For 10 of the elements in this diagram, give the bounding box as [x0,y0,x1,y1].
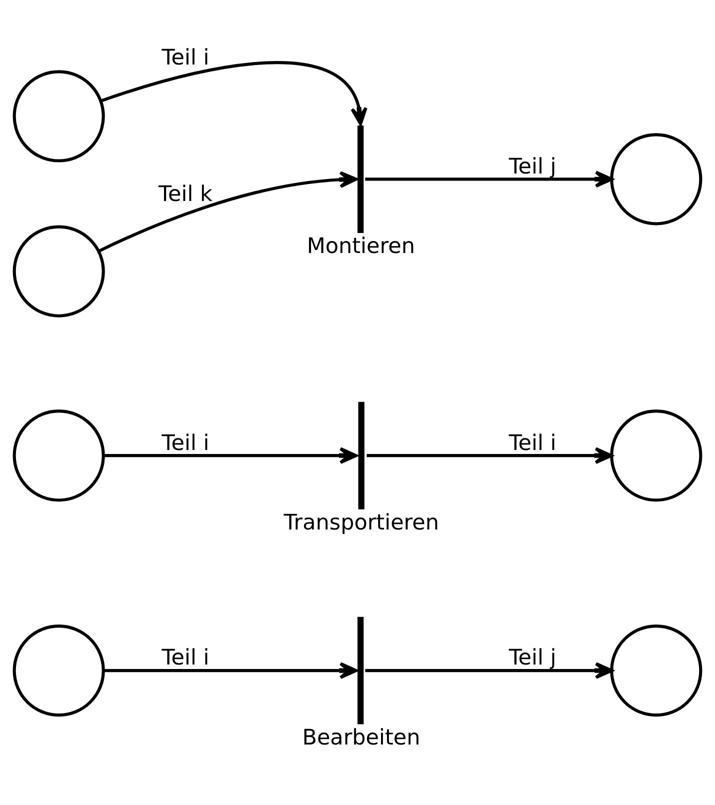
edge-label: Teil i [162,430,210,456]
node-label: Transportieren [284,510,439,536]
node-label: Bearbeiten [302,725,420,750]
edge-label: Teil k [158,182,212,206]
edge-label: Teil i [508,430,556,456]
edge-label: Teil i [162,645,210,670]
edge-label: Teil j [508,645,556,670]
node-label: Montieren [306,234,415,259]
edge-label: Teil i [162,44,210,70]
edge-label: Teil j [508,154,556,179]
